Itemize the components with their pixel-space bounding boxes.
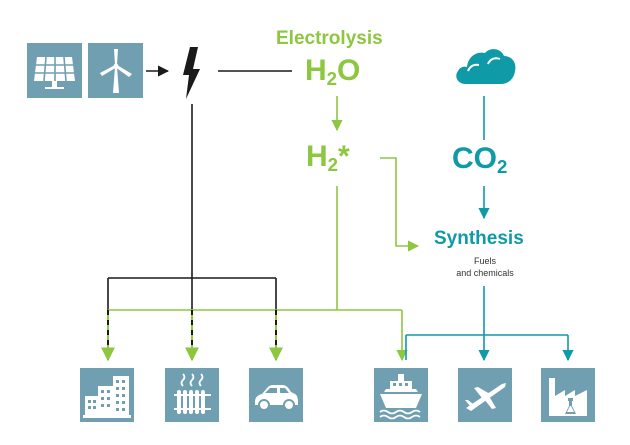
solar-panel-icon: [27, 43, 82, 98]
electrolysis-label: Electrolysis: [276, 28, 383, 49]
water-formula: H2O: [305, 54, 361, 90]
car-icon: [249, 368, 303, 422]
synthesis-note: Fuels and chemicals: [456, 256, 514, 278]
cloud-icon: [456, 49, 516, 84]
hydrogen-formula: H2*: [306, 140, 350, 176]
factory-icon: [541, 368, 595, 422]
radiator-icon: [165, 368, 219, 422]
arrow-hydrogen-to-synthesis: [380, 157, 420, 252]
buildings-icon: [80, 368, 134, 422]
co2-formula: CO2: [452, 142, 508, 178]
ship-icon: [374, 368, 428, 422]
synthesis-label: Synthesis: [434, 228, 524, 249]
airplane-icon: [458, 368, 512, 422]
lightning-bolt-icon: [183, 47, 200, 99]
wind-turbine-icon: [88, 43, 143, 98]
